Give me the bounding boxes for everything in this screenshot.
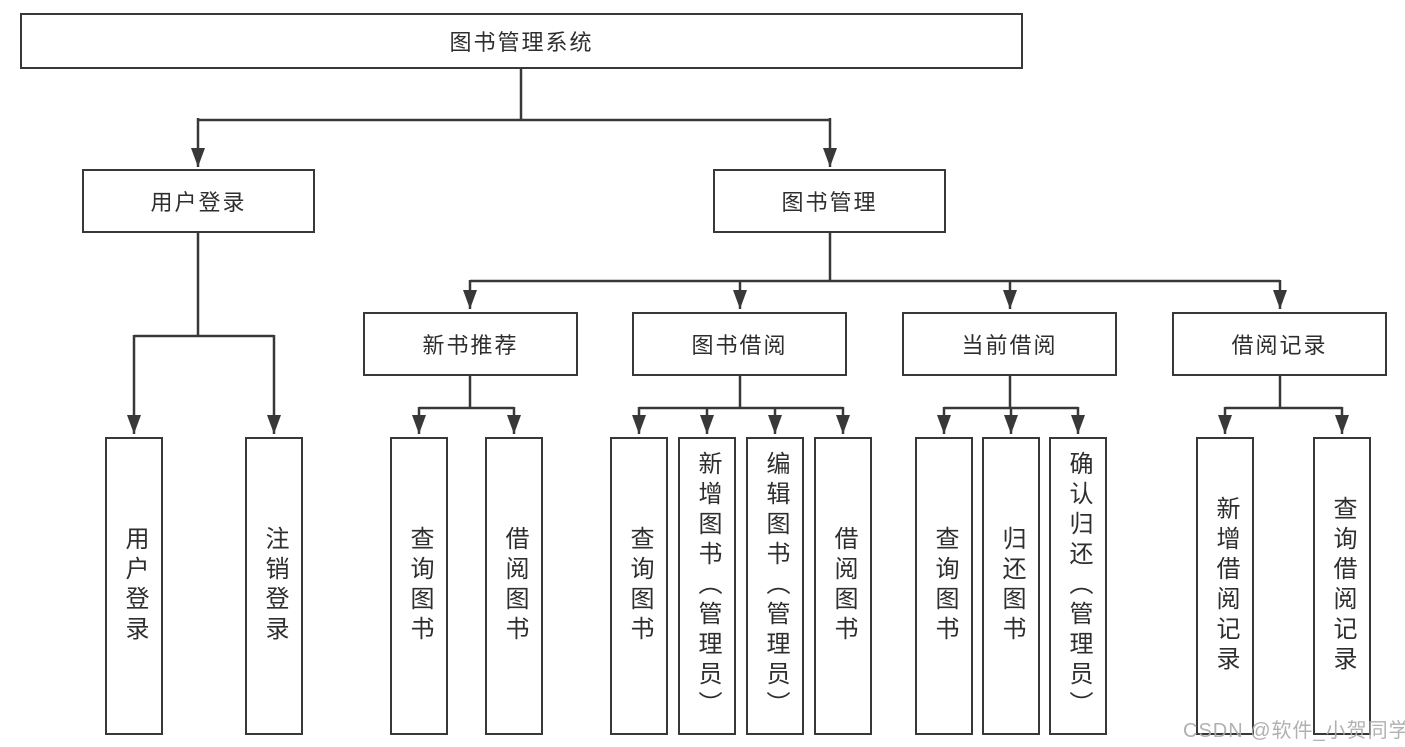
leaf-borrow-add-books-admin: 新增图书（管理员） — [678, 437, 736, 735]
leaf-records-query-record-label: 查询借阅记录 — [1329, 496, 1356, 676]
leaf-borrow-borrow-books-label: 借阅图书 — [830, 526, 857, 646]
leaf-current-confirm-return-admin-label: 确认归还（管理员） — [1065, 451, 1092, 721]
leaf-newbook-query-books-label: 查询图书 — [406, 526, 433, 646]
leaf-user-login: 用户登录 — [105, 437, 163, 735]
leaf-current-confirm-return-admin: 确认归还（管理员） — [1049, 437, 1107, 735]
leaf-borrow-borrow-books: 借阅图书 — [814, 437, 872, 735]
leaf-borrow-edit-books-admin-label: 编辑图书（管理员） — [762, 451, 789, 721]
leaf-borrow-edit-books-admin: 编辑图书（管理员） — [746, 437, 804, 735]
node-current-borrow-label: 当前借阅 — [961, 333, 1058, 358]
node-new-book-recommend: 新书推荐 — [363, 312, 578, 376]
leaf-borrow-query-books-label: 查询图书 — [626, 526, 653, 646]
node-new-book-recommend-label: 新书推荐 — [422, 333, 519, 358]
leaf-records-add-record-label: 新增借阅记录 — [1212, 496, 1239, 676]
leaf-newbook-borrow-books: 借阅图书 — [485, 437, 543, 735]
node-user-login: 用户登录 — [82, 169, 315, 233]
csdn-watermark: CSDN @软件_小贺同学 — [1183, 720, 1405, 742]
node-user-login-label: 用户登录 — [150, 190, 247, 215]
node-book-borrow: 图书借阅 — [632, 312, 847, 376]
node-book-management-label: 图书管理 — [781, 190, 878, 215]
node-borrow-records-label: 借阅记录 — [1231, 333, 1328, 358]
node-borrow-records: 借阅记录 — [1172, 312, 1387, 376]
leaf-logout: 注销登录 — [245, 437, 303, 735]
leaf-current-return-books-label: 归还图书 — [998, 526, 1025, 646]
node-root-label: 图书管理系统 — [449, 30, 594, 55]
leaf-borrow-query-books: 查询图书 — [610, 437, 668, 735]
leaf-current-query-books-label: 查询图书 — [931, 526, 958, 646]
leaf-current-return-books: 归还图书 — [982, 437, 1040, 735]
leaf-records-add-record: 新增借阅记录 — [1196, 437, 1254, 735]
leaf-logout-label: 注销登录 — [261, 526, 288, 646]
leaf-current-query-books: 查询图书 — [915, 437, 973, 735]
leaf-records-query-record: 查询借阅记录 — [1313, 437, 1371, 735]
node-current-borrow: 当前借阅 — [902, 312, 1117, 376]
leaf-borrow-add-books-admin-label: 新增图书（管理员） — [694, 451, 721, 721]
node-book-borrow-label: 图书借阅 — [691, 333, 788, 358]
leaf-newbook-borrow-books-label: 借阅图书 — [501, 526, 528, 646]
leaf-newbook-query-books: 查询图书 — [390, 437, 448, 735]
leaf-user-login-label: 用户登录 — [121, 526, 148, 646]
node-book-management: 图书管理 — [713, 169, 946, 233]
node-root-system: 图书管理系统 — [20, 13, 1023, 69]
